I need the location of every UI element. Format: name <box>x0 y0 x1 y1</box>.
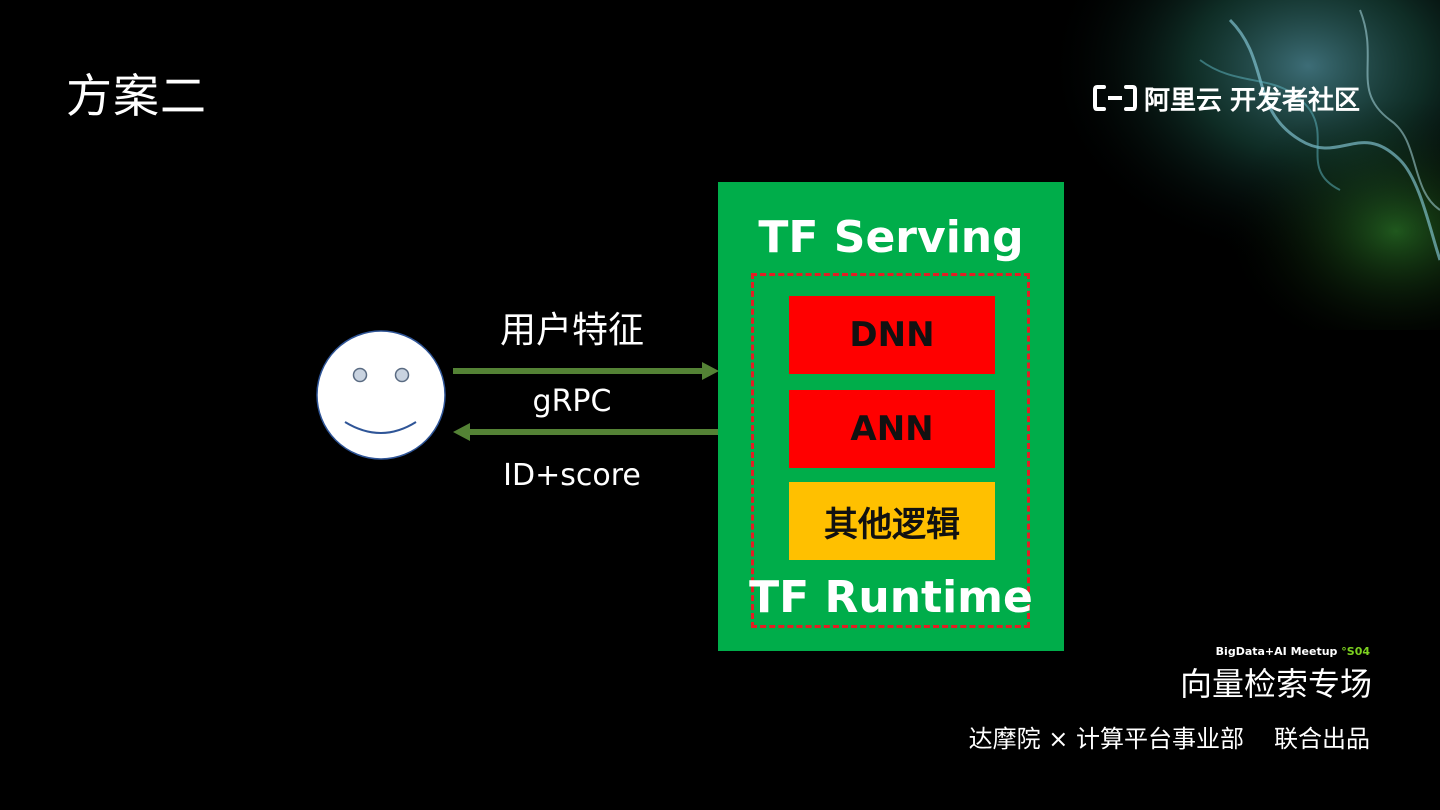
request-response-arrows <box>453 362 719 441</box>
tf-serving-title: TF Serving <box>758 212 1024 263</box>
dnn-block: DNN <box>789 296 995 374</box>
request-label: 用户特征 <box>499 310 644 351</box>
tf-runtime-dashed-box <box>751 273 1030 628</box>
session-title: 向量检索专场 <box>1179 665 1372 703</box>
meetup-tag: BigData+AI Meetup °S04 <box>1160 645 1370 658</box>
tf-serving-box: TF Serving DNN ANN 其他逻辑 TF Runtime <box>718 182 1064 651</box>
request-arrow <box>453 362 719 380</box>
smiley-face-icon <box>316 330 446 460</box>
organizer-credit: 联合出品 <box>1274 725 1370 753</box>
response-arrow <box>453 423 718 441</box>
aliyun-bracket-logo-icon <box>1093 85 1137 111</box>
other-logic-block: 其他逻辑 <box>789 482 995 560</box>
ann-block: ANN <box>789 390 995 468</box>
organizer-names: 达摩院 × 计算平台事业部 <box>968 725 1244 753</box>
brand-community: 开发者社区 <box>1230 85 1361 116</box>
meetup-season: °S04 <box>1341 645 1370 658</box>
protocol-label: gRPC <box>532 384 612 419</box>
brand-logo: 阿里云 开发者社区 <box>1092 78 1360 118</box>
brand-name: 阿里云 <box>1144 85 1223 116</box>
nebula-decoration <box>1000 0 1440 330</box>
meetup-name: BigData+AI Meetup <box>1215 645 1338 658</box>
response-label: ID+score <box>503 458 641 493</box>
tf-runtime-title: TF Runtime <box>749 572 1033 623</box>
slide-title: 方案二 <box>66 69 207 123</box>
organizer-line: 达摩院 × 计算平台事业部 联合出品 <box>880 722 1370 756</box>
